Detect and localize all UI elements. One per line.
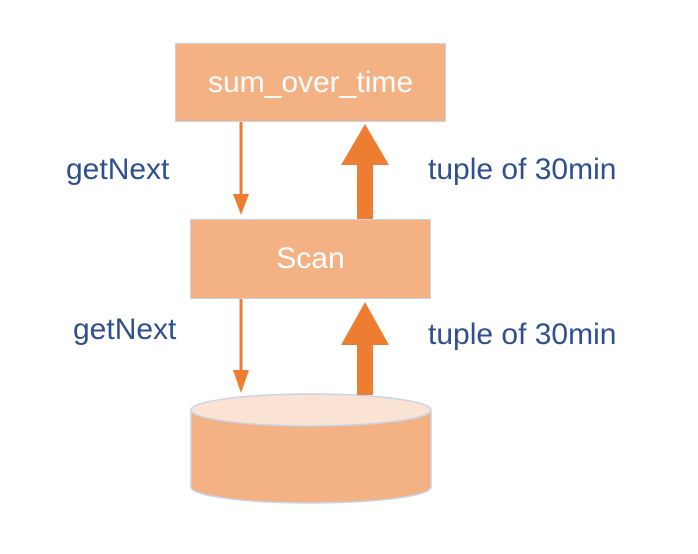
getnext-label-upper: getNext (66, 153, 170, 186)
sum-over-time-node: sum_over_time (175, 43, 446, 122)
tuple-arrow-lower-shaft (357, 343, 373, 395)
tuple-arrow-upper-shaft (357, 163, 373, 219)
scan-node: Scan (190, 219, 431, 299)
getnext-arrow-upper-head (233, 194, 249, 215)
getnext-label-lower: getNext (73, 313, 177, 346)
tuple-arrow-lower (341, 302, 389, 395)
getnext-arrow-lower-head (233, 370, 249, 393)
tuple-arrow-upper-head (341, 124, 389, 165)
getnext-arrow-lower (233, 299, 249, 393)
tuple-arrow-lower-head (341, 302, 389, 345)
tuple-arrow-upper (341, 124, 389, 219)
scan-label: Scan (276, 242, 345, 275)
cylinder-body (190, 409, 432, 504)
database-cylinder (190, 393, 432, 504)
tuple-label-lower: tuple of 30min (428, 318, 617, 351)
sum-over-time-label: sum_over_time (207, 65, 414, 99)
tuple-label-upper: tuple of 30min (428, 153, 617, 186)
getnext-arrow-upper (233, 122, 249, 215)
cylinder-top (190, 393, 432, 427)
